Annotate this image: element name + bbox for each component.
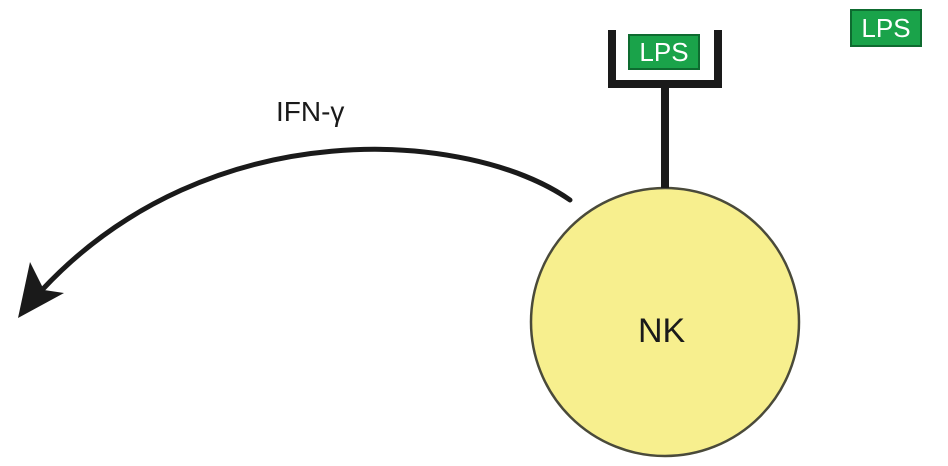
lps-free-ligand: LPS [850, 9, 922, 47]
nk-cell-label: NK [638, 312, 686, 350]
ifn-gamma-label: IFN-γ [276, 96, 345, 127]
lps-free-label: LPS [861, 13, 911, 43]
lps-bound-ligand: LPS [628, 34, 700, 70]
lps-bound-label: LPS [639, 37, 689, 67]
ifn-gamma-arrow [39, 146, 573, 293]
arrowhead-icon [18, 262, 64, 318]
receptor-cup [608, 30, 722, 88]
